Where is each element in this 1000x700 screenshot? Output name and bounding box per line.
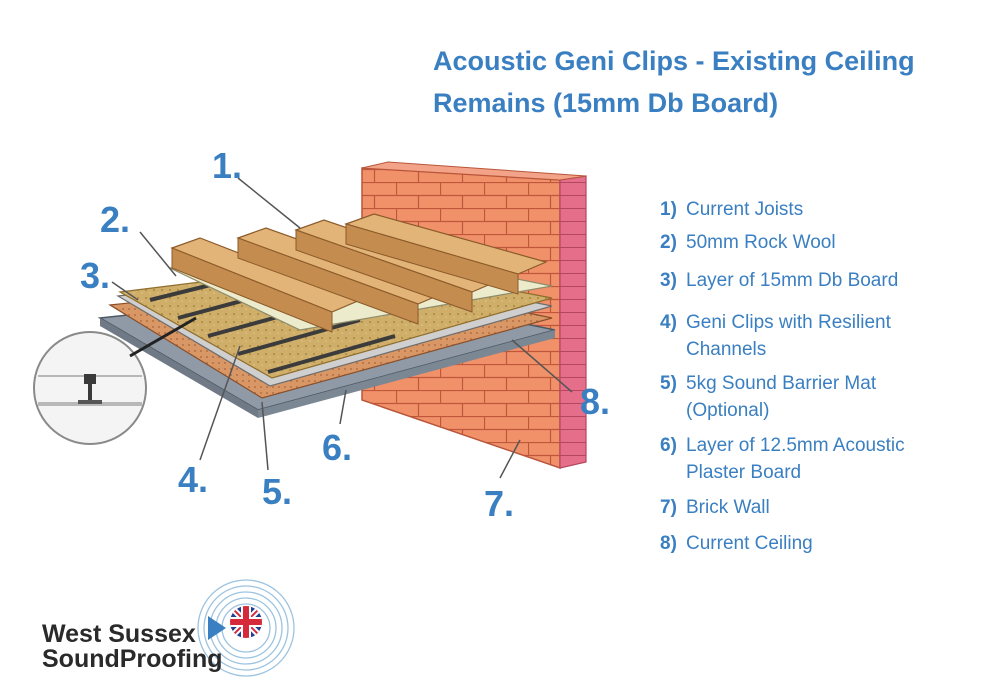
legend-number: 1) bbox=[660, 199, 677, 220]
legend-item-8: 8) Current Ceiling bbox=[660, 530, 990, 557]
brand-line-2: SoundProofing bbox=[42, 645, 223, 673]
callout-1: 1. bbox=[212, 145, 242, 186]
diagram-title: Acoustic Geni Clips - Existing Ceiling R… bbox=[433, 40, 993, 124]
brand-name: West Sussex SoundProofing bbox=[42, 622, 223, 672]
current-joists bbox=[170, 213, 548, 333]
legend-text: Current Joists bbox=[686, 199, 804, 220]
legend-number: 7) bbox=[660, 497, 677, 518]
legend-number: 6) bbox=[660, 435, 677, 456]
callout-4: 4. bbox=[178, 459, 208, 500]
legend-item-2: 2) 50mm Rock Wool bbox=[660, 229, 990, 256]
callout-7: 7. bbox=[484, 483, 514, 524]
callout-3: 3. bbox=[80, 255, 110, 296]
title-line-2: Remains (15mm Db Board) bbox=[433, 88, 779, 118]
legend-number: 4) bbox=[660, 312, 677, 333]
legend-text: Layer of 12.5mm Acoustic Plaster Board bbox=[686, 435, 905, 483]
legend-item-1: 1) Current Joists bbox=[660, 196, 990, 223]
legend-number: 3) bbox=[660, 270, 677, 291]
callout-2: 2. bbox=[100, 199, 130, 240]
legend-number: 5) bbox=[660, 373, 677, 394]
legend-text: Brick Wall bbox=[686, 497, 770, 518]
legend-item-4: 4) Geni Clips with Resilient Channels bbox=[660, 309, 990, 363]
geni-clip-detail bbox=[33, 316, 197, 445]
legend-number: 8) bbox=[660, 533, 677, 554]
legend-item-3: 3) Layer of 15mm Db Board bbox=[660, 267, 990, 294]
legend-item-6: 6) Layer of 12.5mm Acoustic Plaster Board bbox=[660, 432, 990, 486]
leader-lines bbox=[111, 177, 573, 479]
callout-8: 8. bbox=[580, 381, 610, 422]
legend-text: 50mm Rock Wool bbox=[686, 232, 836, 253]
legend-text: 5kg Sound Barrier Mat (Optional) bbox=[686, 373, 877, 421]
title-line-1: Acoustic Geni Clips - Existing Ceiling bbox=[433, 46, 915, 76]
legend-text: Geni Clips with Resilient Channels bbox=[686, 312, 891, 360]
callout-6: 6. bbox=[322, 427, 352, 468]
play-arrow-icon bbox=[208, 616, 226, 640]
brand-line-1: West Sussex bbox=[42, 620, 196, 648]
legend-text: Current Ceiling bbox=[686, 533, 813, 554]
legend-item-5: 5) 5kg Sound Barrier Mat (Optional) bbox=[660, 370, 990, 424]
legend-item-7: 7) Brick Wall bbox=[660, 494, 990, 521]
uk-flag-icon bbox=[230, 606, 262, 638]
legend-text: Layer of 15mm Db Board bbox=[686, 270, 899, 291]
callout-5: 5. bbox=[262, 471, 292, 512]
legend-number: 2) bbox=[660, 232, 677, 253]
